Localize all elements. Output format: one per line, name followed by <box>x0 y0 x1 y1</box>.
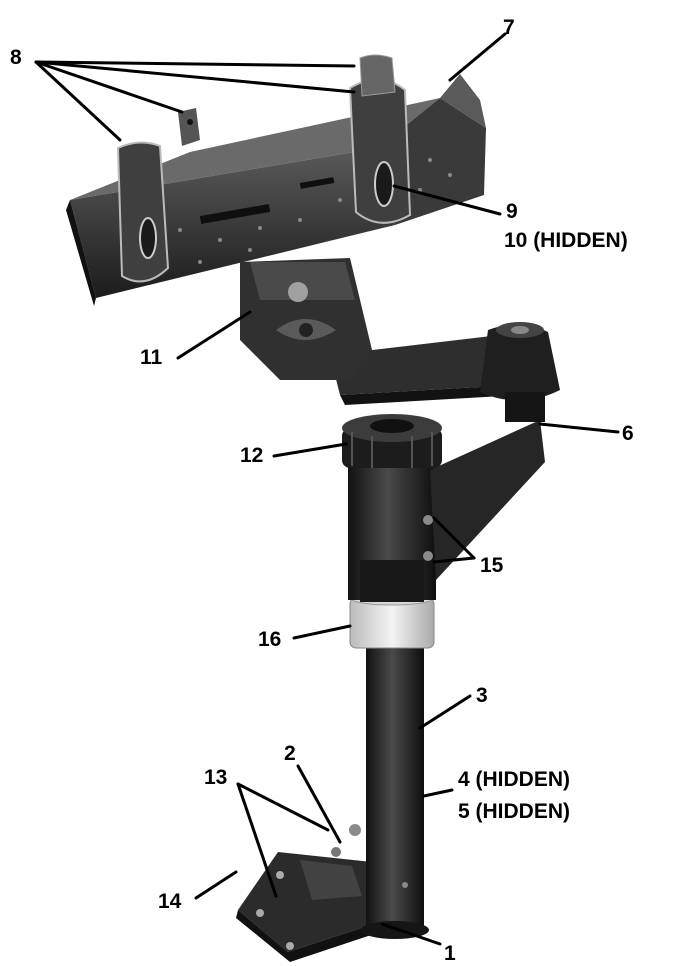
callout-16: 16 <box>258 628 281 651</box>
base-plate <box>236 824 392 962</box>
callout-3: 3 <box>476 684 488 707</box>
callout-4: 4 (HIDDEN) <box>458 768 570 791</box>
swing-arm <box>330 335 520 405</box>
mounting-hole <box>276 871 284 879</box>
callout-13: 13 <box>204 766 227 789</box>
mounting-strap-right <box>348 78 412 224</box>
callout-11: 11 <box>140 346 163 369</box>
tension-knob <box>342 414 442 468</box>
callout-12: 12 <box>240 444 263 467</box>
mounting-hole <box>286 942 294 950</box>
mounting-strap-rear <box>359 54 396 97</box>
callout-1: 1 <box>444 942 456 965</box>
callout-10: 10 (HIDDEN) <box>504 229 628 252</box>
callout-2: 2 <box>284 742 296 765</box>
base-screw <box>331 847 341 857</box>
callout-8: 8 <box>10 46 22 69</box>
tilt-head <box>240 258 372 380</box>
callout-14: 14 <box>158 890 182 913</box>
tilt-bolt <box>288 282 308 302</box>
callout-6: 6 <box>622 422 634 445</box>
pivot-cap <box>480 322 560 422</box>
top-tab <box>178 108 200 146</box>
callout-15: 15 <box>480 554 504 577</box>
callout-9: 9 <box>506 200 518 223</box>
callout-5: 5 (HIDDEN) <box>458 800 570 823</box>
mounting-strap-left <box>116 141 170 283</box>
base-screw <box>349 824 361 836</box>
leader-lines <box>34 32 620 946</box>
callout-7: 7 <box>503 16 515 39</box>
side-bracket <box>423 420 545 580</box>
callout-labels: 8 7 9 10 (HIDDEN) 11 12 6 15 16 3 4 (HID… <box>10 16 634 965</box>
bracket-screw <box>423 515 433 525</box>
mounting-hole <box>256 909 264 917</box>
upper-tube <box>348 455 436 602</box>
bracket-screw <box>423 551 433 561</box>
support-pole <box>361 640 429 939</box>
